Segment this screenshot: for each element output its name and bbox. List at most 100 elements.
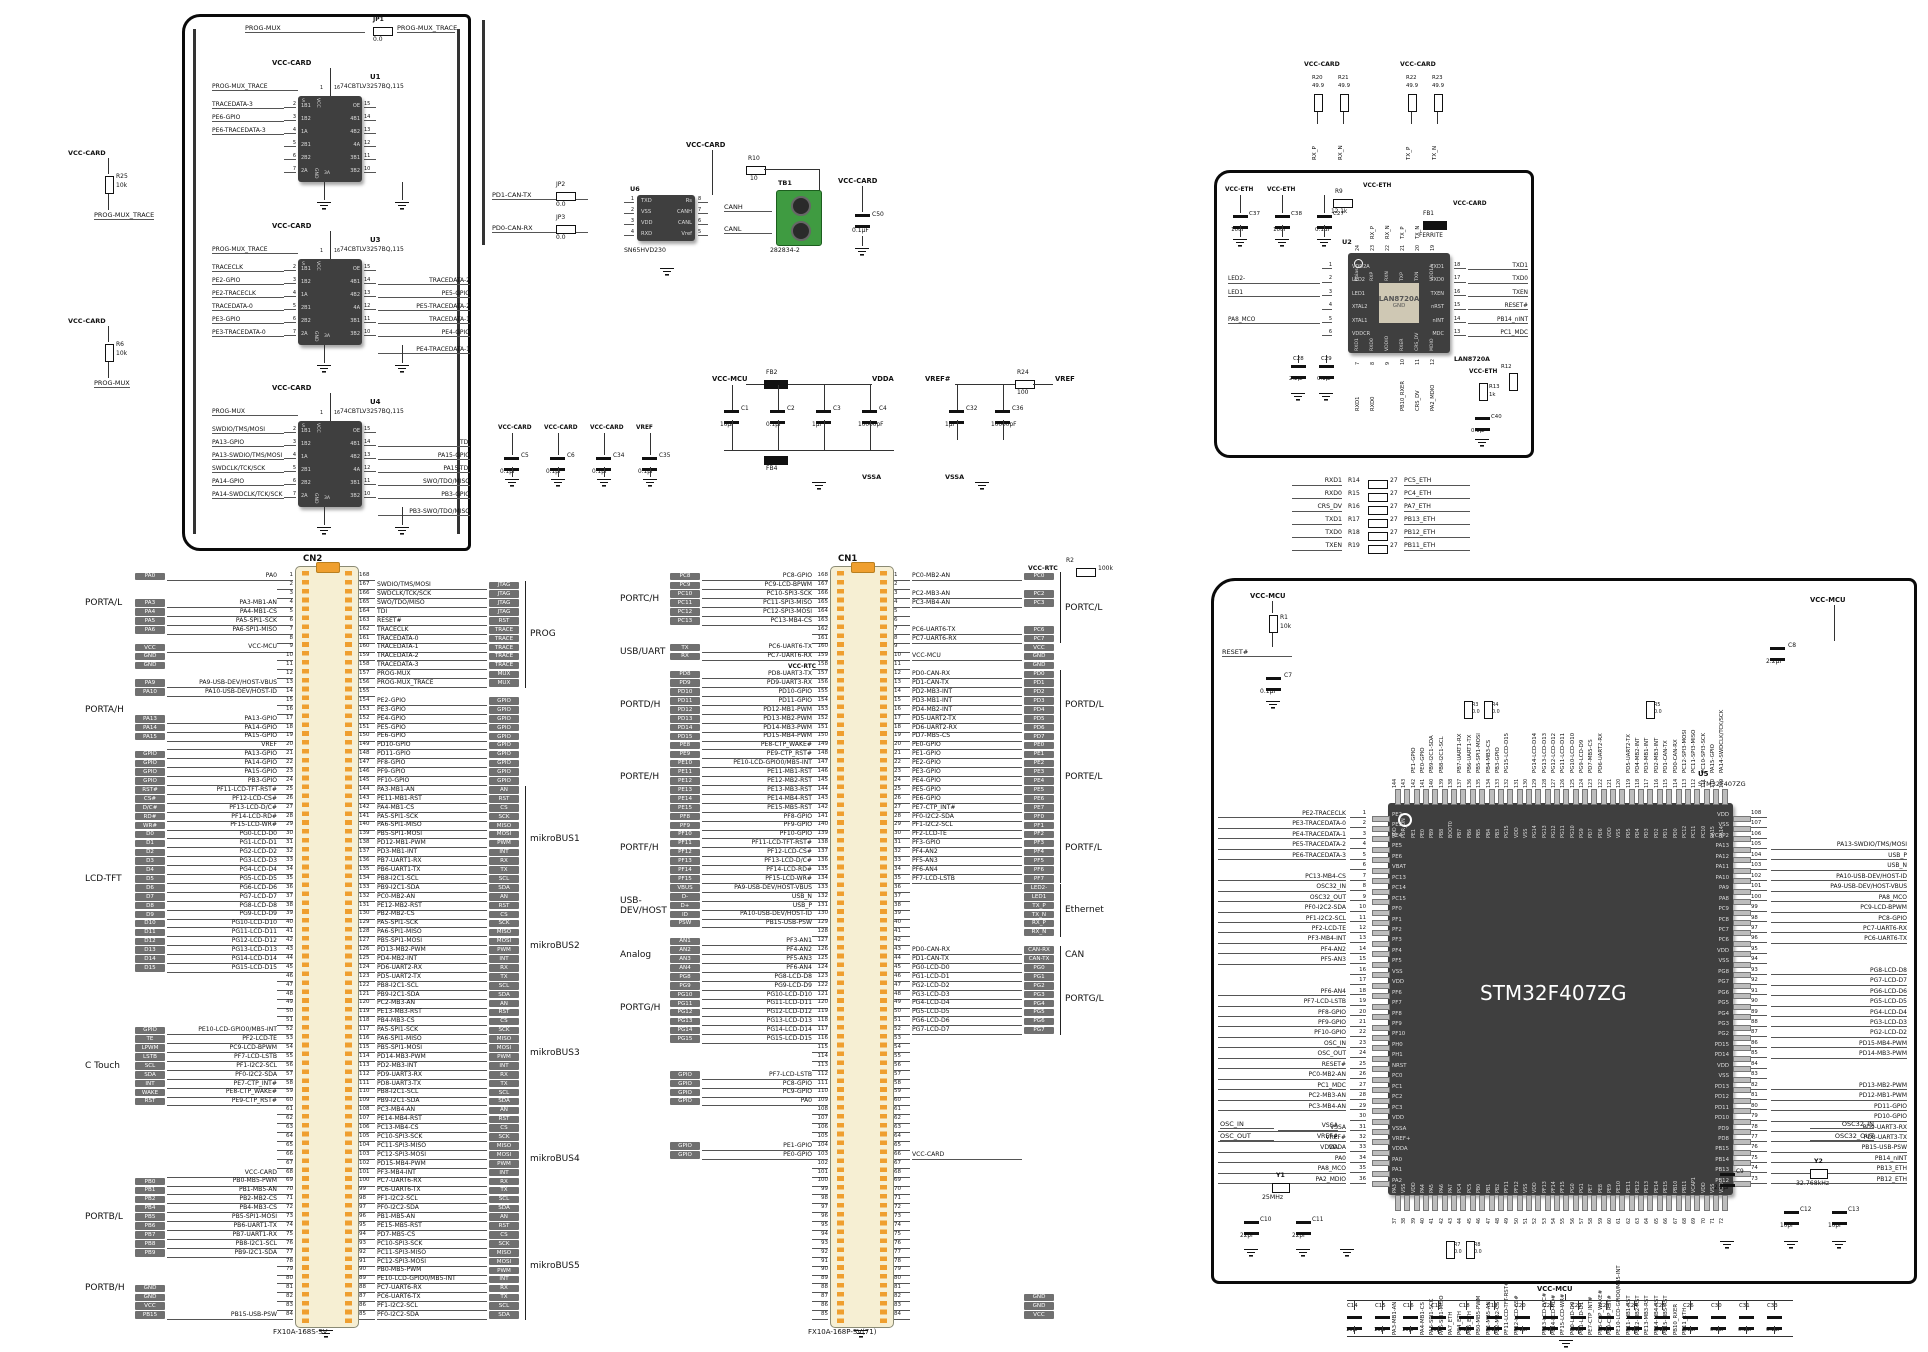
net-label: PA9-USB-DEV/HOST-VBUS (1771, 883, 1907, 892)
resistor-R17[interactable] (1368, 519, 1388, 528)
cap-C3[interactable] (816, 410, 831, 424)
crystal-y1[interactable] (1272, 1183, 1290, 1193)
port-tag: PE6 (1024, 795, 1054, 803)
connector-body[interactable] (295, 562, 359, 1328)
crystal-y2[interactable] (1810, 1169, 1828, 1179)
chip-pin-name: LED1 (1352, 290, 1365, 297)
resistor-r1[interactable] (1269, 615, 1278, 633)
cap-C35[interactable] (642, 457, 657, 471)
signal-label: PF0-I2C2-SDA (377, 1311, 487, 1321)
buffer-chip[interactable] (298, 421, 362, 507)
cap-c8[interactable] (1770, 647, 1785, 661)
chip-pin-name: VDD (1717, 947, 1729, 954)
pullup-R21[interactable] (1340, 94, 1349, 112)
ferrite-fb4[interactable] (764, 456, 788, 465)
pullup-R23[interactable] (1434, 94, 1443, 112)
cap-c13[interactable] (1832, 1211, 1847, 1225)
resistor-r13[interactable] (1479, 383, 1488, 401)
resistor-R19[interactable] (1368, 545, 1388, 554)
pullup-R25[interactable] (105, 176, 114, 194)
resistor-r9[interactable] (1333, 199, 1353, 208)
terminal-block-tb1[interactable] (776, 190, 822, 246)
ferrite-fb2[interactable] (764, 380, 788, 389)
resistor-r12[interactable] (1509, 373, 1518, 391)
cap-c7[interactable] (1266, 677, 1281, 691)
jumper-jp3[interactable] (556, 225, 576, 234)
cap-C32[interactable] (949, 410, 964, 424)
chip-pin-name: PB11 (1682, 1180, 1688, 1193)
cap-C2[interactable] (770, 410, 785, 424)
port-tag: SCK (489, 1133, 519, 1141)
pin-number: 99 (812, 1186, 828, 1196)
net-label: PB15-USB-PSW (1771, 1144, 1907, 1153)
pin-stub (1733, 1087, 1751, 1094)
buffer-chip[interactable] (298, 96, 362, 182)
wire (1690, 1326, 1692, 1334)
pin-number: 46 (1477, 1217, 1483, 1224)
cap-C28[interactable] (1291, 365, 1306, 379)
resistor-R14[interactable] (1368, 480, 1388, 489)
pullup-R22[interactable] (1408, 94, 1417, 112)
cap-C6[interactable] (550, 457, 565, 471)
mcu-chip[interactable]: STM32F407ZG (1388, 803, 1733, 1195)
cap-c10[interactable] (1244, 1221, 1259, 1235)
cap-C36[interactable] (995, 410, 1010, 424)
cap-c40[interactable] (1475, 417, 1490, 431)
pin-number: 117 (812, 1026, 828, 1036)
pullup-R6[interactable] (105, 344, 114, 362)
signal-label: PD4-MB2-INT (377, 955, 487, 965)
cap-C5[interactable] (504, 457, 519, 471)
cap-C1[interactable] (724, 410, 739, 424)
jumper-jp2[interactable] (556, 192, 576, 201)
pin-number: 133 (1495, 778, 1501, 788)
resistor-r2[interactable] (1076, 568, 1096, 577)
chip-pin-name: PG15 (1505, 825, 1511, 838)
connector-body[interactable] (830, 562, 894, 1328)
can-transceiver-chip[interactable] (637, 195, 695, 241)
chip-pin-name: PF14 (1551, 1181, 1557, 1193)
wire (1438, 1301, 1440, 1310)
pin-number: 93 (359, 1240, 375, 1249)
pin-number: 21 (277, 750, 293, 760)
port-tag: PF14 (670, 866, 700, 874)
pin-number: 168 (359, 572, 375, 582)
jumper-R5[interactable] (1646, 701, 1655, 719)
jumper-R3[interactable] (1464, 701, 1473, 719)
resistor-R18[interactable] (1368, 532, 1388, 541)
chip-pin-name: PG8 (1718, 968, 1729, 975)
cap-c12[interactable] (1784, 1211, 1799, 1225)
component-ref: JP3 (556, 214, 566, 221)
net-label: PA14-SWDCLK/TCK/SCK (212, 491, 284, 500)
resistor-R15[interactable] (1368, 493, 1388, 502)
ferrite-fb1[interactable] (1423, 221, 1447, 230)
net-label: PC4_ETH (1404, 490, 1470, 499)
cap-C29[interactable] (1319, 365, 1334, 379)
resistor-R16[interactable] (1368, 506, 1388, 515)
port-tag: RST# (135, 786, 165, 794)
port-tag: MISO (489, 1142, 519, 1150)
cap-C4[interactable] (862, 410, 877, 424)
jumper-R8[interactable] (1466, 1241, 1475, 1259)
net-label: PB12_ETH (1771, 1176, 1907, 1185)
resistor-r24[interactable] (1015, 380, 1035, 389)
pin-number: 118 (359, 1017, 375, 1027)
pin-number: 14 (1454, 316, 1466, 323)
jumper-R7[interactable] (1446, 1241, 1455, 1259)
cap-c9[interactable] (1720, 1173, 1735, 1187)
chip-pin-name: 3B1 (350, 155, 360, 161)
net-label: PC13-MB4-CS (1218, 873, 1346, 882)
pullup-R20[interactable] (1314, 94, 1323, 112)
buffer-chip[interactable] (298, 259, 362, 345)
cap-c11[interactable] (1296, 1221, 1311, 1235)
jumper-R4[interactable] (1484, 701, 1493, 719)
cap-c50[interactable] (855, 214, 870, 228)
net-label: PG12-LCD-D12 (1550, 732, 1557, 773)
cap-C34[interactable] (596, 457, 611, 471)
pin-number: 12 (894, 670, 910, 680)
jumper-jp1[interactable] (373, 27, 393, 36)
chip-pin-name: PG0 (1570, 1183, 1576, 1193)
resistor-r10[interactable] (746, 166, 766, 175)
